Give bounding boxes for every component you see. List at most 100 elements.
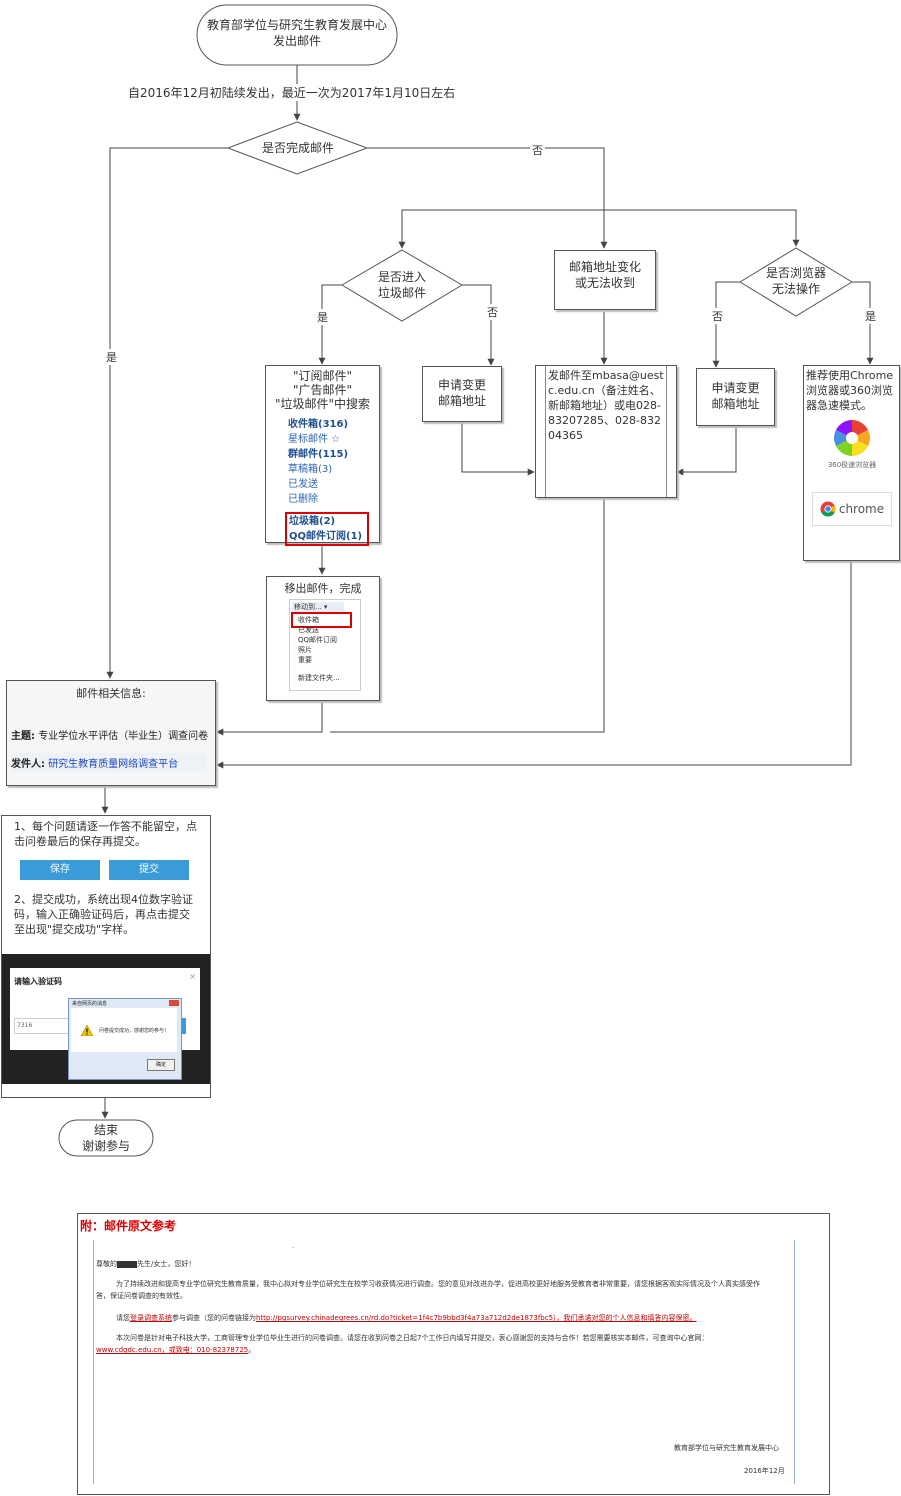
reference-body: 尊敬的先生/女士，您好！ 为了持续改进和提高专业学位研究生教育质量，我中心拟对专… [96,1258,772,1356]
apply-change-box-2: 申请变更 邮箱地址 [696,368,775,426]
reference-signature: 教育部学位与研究生教育发展中心 [674,1444,779,1452]
redacted-name [117,1260,137,1268]
alert-ok-button[interactable]: 确定 [147,1059,175,1071]
move-option-qq[interactable]: QQ邮件订阅 [298,636,338,644]
end-node-text: 结束 谢谢参与 [59,1122,153,1154]
official-site-link[interactable]: www.cdgdc.edu.cn，或致电：010-82378725 [96,1346,249,1354]
logo-360-label: 360极速浏览器 [827,461,877,469]
folder-spam[interactable]: 垃圾箱(2) [289,516,336,527]
send-mail-box: 发邮件至mbasa@uestc.edu.cn（备注姓名、新邮箱地址）或电028-… [535,365,677,498]
reference-right-rule [794,1240,795,1484]
start-node [196,4,398,66]
reference-date: 2016年12月 [744,1467,785,1475]
decision-browser-shape [739,247,853,317]
search-line-2: "广告邮件" [292,383,353,397]
start-node-text: 教育部学位与研究生教育发展中心 发出邮件 [197,17,397,49]
mail-folder-menu: 收件箱(316) 星标邮件 ☆ 群邮件(115) 草稿箱(3) 已发送 已删除 [288,417,379,507]
folder-drafts[interactable]: 草稿箱(3) [288,464,333,475]
search-line-3: "垃圾邮件"中搜索 [274,397,371,411]
recommend-text: 推荐使用Chrome浏览器或360浏览器急速模式。 [806,369,894,412]
folder-starred[interactable]: 星标邮件 ☆ [288,434,341,445]
save-button[interactable]: 保存 [20,860,100,880]
reference-p3: 本次问卷是针对电子科技大学，工商管理专业学位毕业生进行的问卷调查。请您在收到问卷… [96,1332,772,1356]
p2-mid: 参与调查（您的问卷链接为 [172,1314,256,1322]
send-mail-text: 发邮件至mbasa@uestc.edu.cn（备注姓名、新邮箱地址）或电028-… [548,369,664,442]
360-browser-icon [834,420,870,456]
mail-info-box: 邮件相关信息: 主题: 专业学位水平评估（毕业生）调查问卷 发件人: 研究生教育… [6,680,216,786]
mail-subject-row: 主题: 专业学位水平评估（毕业生）调查问卷 [11,727,208,742]
decision-completed-text: 是否完成邮件 [261,141,334,155]
reference-email-panel: 附：邮件原文参考 . 尊敬的先生/女士，您好！ 为了持续改进和提高专业学位研究生… [77,1213,830,1495]
move-dropdown-panel: 移动到... ▾ 收件箱 已发送 QQ邮件订阅 照片 重要 新建文件夹... [289,599,361,691]
mail-sender-row: 发件人: 研究生教育质量网络调查平台 [11,753,207,772]
move-option-important[interactable]: 重要 [298,656,312,664]
email-change-line1: 邮箱地址变化 [568,260,641,274]
logo-chrome: chrome [812,492,892,526]
end-line1: 结束 [93,1123,118,1137]
folder-deleted[interactable]: 已删除 [288,494,318,505]
label-browser-no: 否 [711,308,724,324]
move-option-photos[interactable]: 照片 [298,646,312,654]
reference-greeting: 尊敬的 先生/女士，您好！ [96,1258,772,1270]
send-mail-divider-left [545,366,546,497]
p3-end: 。 [248,1346,256,1354]
instructions-box: 1、每个问题请逐一作答不能留空，点击问卷最后的保存再提交。 保存 提交 2、提交… [1,815,211,1098]
warning-icon [81,1025,93,1036]
submit-button[interactable]: 提交 [109,860,189,880]
label-spam-no: 否 [486,304,499,320]
move-dropdown-button[interactable]: 移动到... ▾ [292,602,344,612]
reference-p2: 请您登录调查系统参与调查（您的问卷链接为http://pgsurvey.chin… [96,1312,772,1324]
start-line2: 发出邮件 [272,34,321,48]
verify-submit-stub[interactable] [180,1018,186,1034]
alert-message: 问卷提交成功，感谢您的参与！ [99,1028,170,1034]
label-browser-yes: 是 [864,308,877,324]
greeting-prefix: 尊敬的 [96,1260,117,1268]
chrome-label: chrome [838,502,885,516]
folder-sent[interactable]: 已发送 [288,479,318,490]
decision-spam-line1: 是否进入 [377,270,426,284]
alert-dialog: 来自网页的消息 问卷提交成功，感谢您的参与！ 确定 [68,998,182,1080]
label-yes-main: 是 [104,349,119,365]
apply2-line1: 申请变更 [711,381,760,395]
logo-360-browser: 360极速浏览器 [814,418,890,470]
folder-inbox[interactable]: 收件箱(316) [288,419,349,430]
move-option-new-folder[interactable]: 新建文件夹... [298,674,340,682]
move-option-inbox-highlight [291,612,352,628]
reference-dot: . [292,1242,295,1250]
verify-code-value: 7316 [17,1022,33,1029]
decision-browser-line1: 是否浏览器 [765,266,826,280]
step1-text: 1、每个问题请逐一作答不能留空，点击问卷最后的保存再提交。 [14,820,197,848]
alert-body: 问卷提交成功，感谢您的参与！ [71,1008,177,1052]
end-node [58,1119,154,1157]
send-note: 自2016年12月初陆续发出，最近一次为2017年1月10日左右 [126,84,458,101]
move-mail-title: 移出邮件，完成 [284,582,362,595]
recommend-browser-box: 推荐使用Chrome浏览器或360浏览器急速模式。 360极速浏览器 chrom… [803,365,900,561]
decision-spam-line2: 垃圾邮件 [377,286,426,300]
folder-group[interactable]: 群邮件(115) [288,449,349,460]
p3-prefix: 本次问卷是针对电子科技大学，工商管理专业学位毕业生进行的问卷调查。请您在收到问卷… [116,1334,709,1342]
alert-title: 来自网页的消息 [72,1001,108,1007]
mail-sender-label: 发件人: [11,759,45,770]
decision-spam-text: 是否进入 垃圾邮件 [352,269,452,301]
step2-text: 2、提交成功，系统出现4位数字验证码，输入正确验证码后，再点击提交至出现"提交成… [14,893,193,936]
search-spam-text: "订阅邮件" "广告邮件" "垃圾邮件"中搜索 [266,369,379,411]
survey-link[interactable]: http://pgsurvey.chinadegrees.cn/rd.do?ti… [256,1314,554,1322]
login-link[interactable]: 登录调查系统 [130,1314,172,1322]
mail-subject-value: 专业学位水平评估（毕业生）调查问卷 [38,731,209,742]
decision-browser-text: 是否浏览器 无法操作 [751,265,841,297]
label-no-main: 否 [530,142,545,158]
verify-code-input[interactable]: 7316 [14,1018,70,1034]
folder-qq-subscription[interactable]: QQ邮件订阅(1) [289,531,363,542]
label-spam-yes: 是 [316,309,329,325]
verify-close-icon[interactable]: × [189,972,196,981]
apply-change-box-1: 申请变更 邮箱地址 [422,366,502,422]
move-option-sent[interactable]: 已发送 [298,626,319,634]
reference-left-rule [93,1240,94,1484]
email-change-box: 邮箱地址变化 或无法收到 [554,250,656,310]
move-option-inbox[interactable]: 收件箱 [298,616,319,624]
apply1-line2: 邮箱地址 [437,394,486,408]
greeting-suffix: 先生/女士，您好！ [137,1260,196,1268]
alert-close-icon[interactable] [169,1000,179,1006]
apply2-line2: 邮箱地址 [711,397,760,411]
